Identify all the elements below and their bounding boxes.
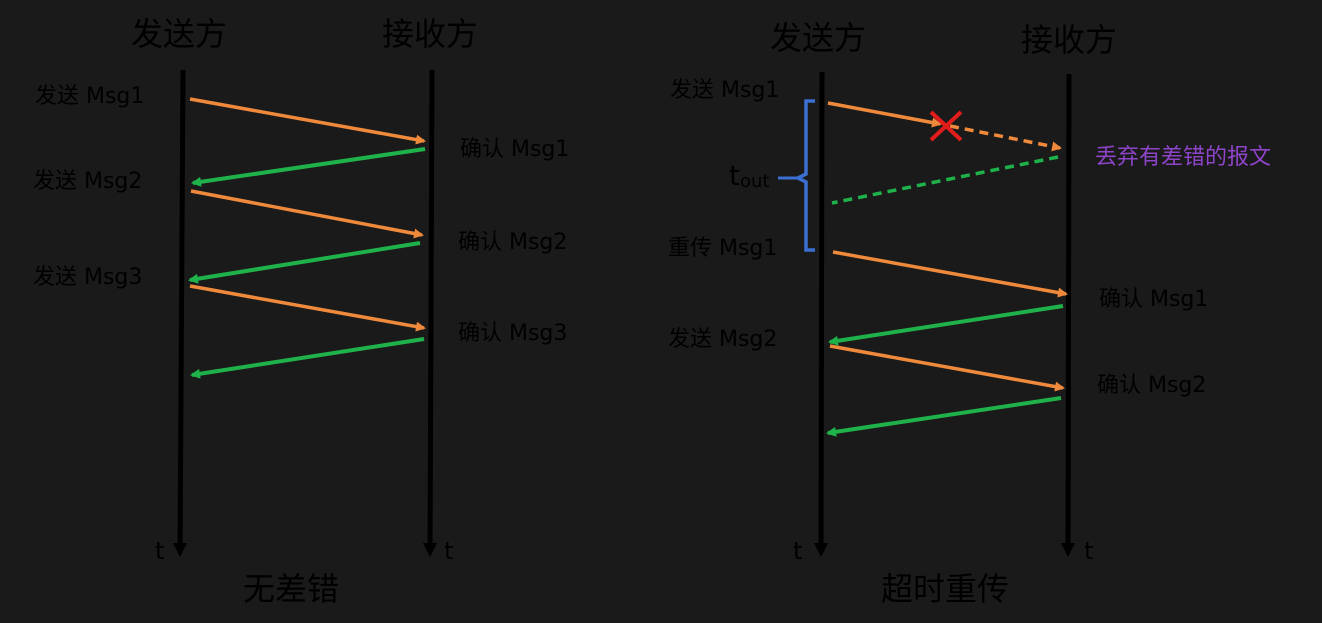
right-resend-arrow	[832, 250, 1068, 298]
timeout-subscript: out	[739, 171, 770, 192]
left-send-arrow-1	[189, 97, 426, 145]
right-missing-ack-dashed	[831, 155, 1059, 205]
right-ack-arrow-1	[828, 304, 1064, 346]
left-sender-title: 发送方	[131, 15, 228, 53]
left-ack-label-3: 确认 Msg3	[458, 321, 568, 346]
left-ack-arrow-1	[191, 147, 426, 187]
right-receiver-time-label: t	[1084, 537, 1094, 565]
left-ack-arrow-2	[188, 241, 421, 284]
right-send-arrow-2	[829, 344, 1065, 392]
right-caption: 超时重传	[881, 570, 1010, 608]
left-send-arrow-3	[189, 284, 426, 332]
right-send-arrow-1	[827, 101, 942, 128]
left-receiver-timeline	[427, 69, 435, 553]
left-send-arrow-2	[190, 189, 424, 239]
left-send-label-2: 发送 Msg2	[33, 169, 143, 194]
left-sender-timeline	[177, 69, 186, 553]
cross-icon	[929, 110, 963, 142]
right-ack-arrow-2	[826, 396, 1062, 437]
left-send-label-1: 发送 Msg1	[35, 84, 145, 109]
left-sender-time-label: t	[155, 537, 165, 565]
right-sender-title: 发送方	[770, 19, 867, 57]
right-send-arrow-1-dashed	[949, 124, 1062, 152]
right-send-label-1: 发送 Msg1	[670, 78, 780, 103]
right-send-label-2: 发送 Msg2	[668, 327, 778, 352]
discard-note: 丢弃有差错的报文	[1095, 145, 1272, 170]
left-receiver-time-label: t	[444, 537, 454, 565]
timeout-main: t	[729, 159, 740, 192]
right-sender-time-arrowhead	[814, 543, 828, 557]
right-ack-label-2: 确认 Msg2	[1097, 373, 1207, 398]
left-receiver-title: 接收方	[382, 15, 479, 53]
timeout-label: tout	[729, 162, 769, 191]
right-resend-label: 重传 Msg1	[668, 236, 778, 261]
left-ack-label-2: 确认 Msg2	[458, 230, 568, 255]
right-ack-label-1: 确认 Msg1	[1099, 287, 1209, 312]
left-send-label-3: 发送 Msg3	[33, 265, 143, 290]
right-sender-time-label: t	[793, 537, 803, 565]
left-sender-time-arrowhead	[173, 543, 187, 557]
left-caption: 无差错	[243, 570, 340, 608]
right-receiver-time-arrowhead	[1061, 543, 1075, 557]
right-receiver-timeline	[1065, 73, 1072, 553]
left-receiver-time-arrowhead	[423, 543, 437, 557]
left-ack-label-1: 确认 Msg1	[460, 137, 570, 162]
left-ack-arrow-3	[190, 337, 425, 379]
right-receiver-title: 接收方	[1021, 21, 1118, 59]
timeout-brace	[794, 99, 815, 252]
right-sender-timeline	[818, 71, 825, 553]
